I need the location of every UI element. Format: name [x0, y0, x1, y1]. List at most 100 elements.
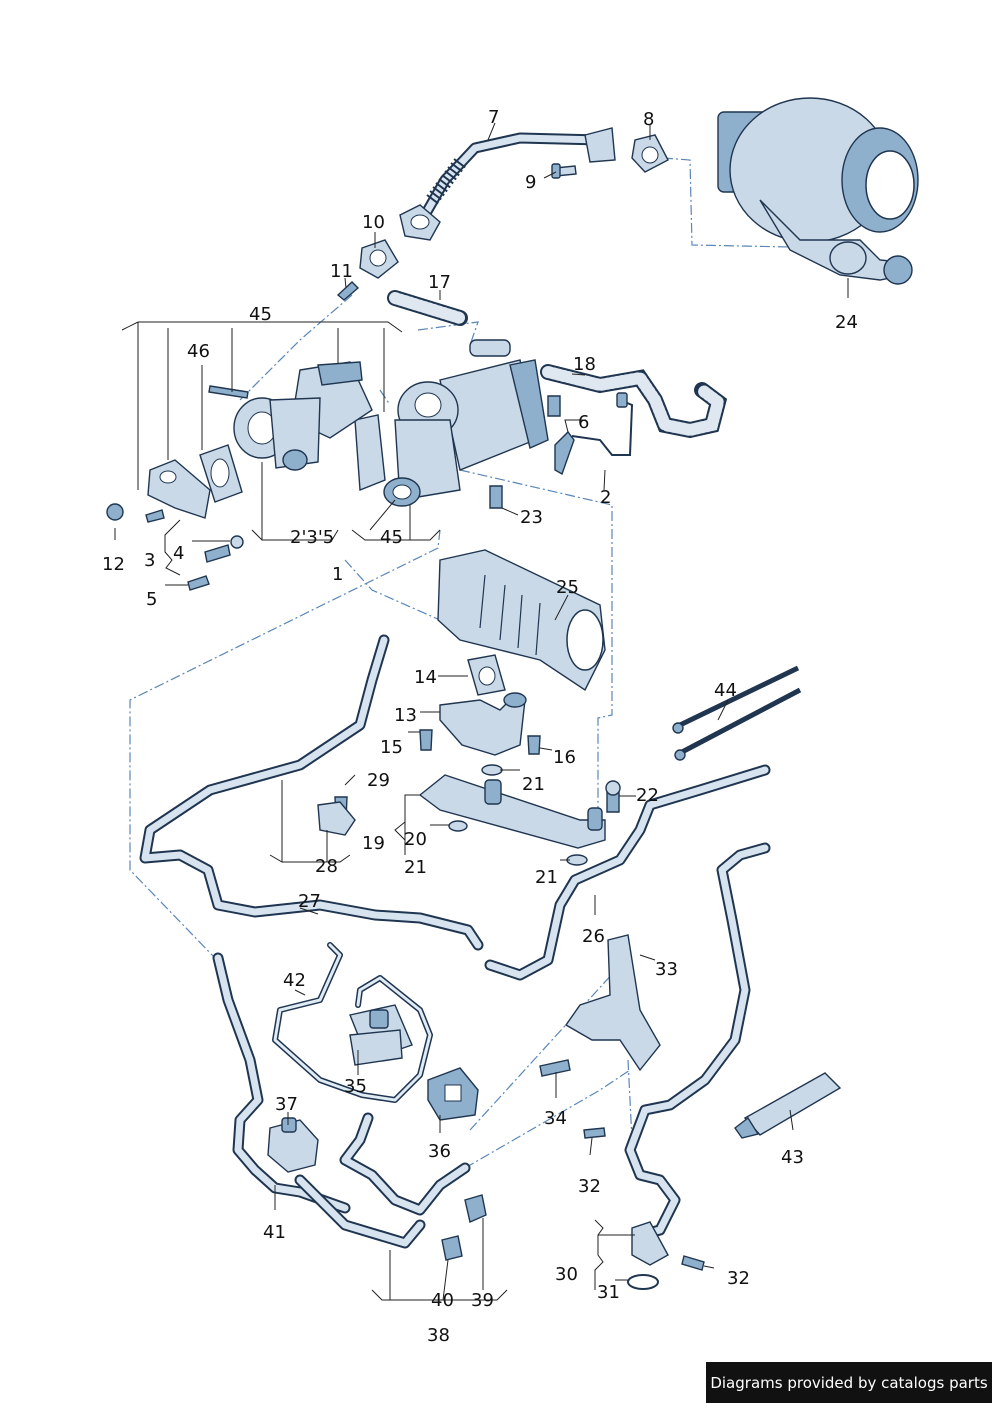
rubber-mount-part — [427, 1067, 479, 1121]
callout-43: 43 — [781, 1147, 804, 1168]
o-ring-part — [627, 1274, 659, 1290]
callout-5: 5 — [146, 589, 157, 610]
coolant-hose-part — [139, 634, 484, 951]
nut-part — [106, 503, 124, 521]
callout-labels: 7 8 9 10 11 17 24 45 46 18 6 2 23 2'3'5 … — [102, 107, 858, 1346]
coolant-hose-part — [387, 290, 468, 326]
gasket-part — [199, 444, 243, 503]
bolt-part — [583, 1127, 606, 1139]
gasket-part — [467, 654, 506, 696]
vacuum-line-part — [272, 942, 433, 1103]
callout-28: 28 — [315, 856, 338, 877]
egr-valve-part — [233, 361, 373, 471]
gasket-part — [359, 239, 399, 279]
cable-tie-head — [674, 749, 686, 761]
bolt-part — [187, 575, 210, 591]
sealant-tube-part — [734, 1072, 842, 1139]
bolt-part — [489, 485, 503, 509]
egr-cooler-part — [383, 339, 549, 507]
callout-4: 4 — [173, 543, 184, 564]
bolt-part — [145, 509, 165, 523]
callout-20: 20 — [404, 829, 427, 850]
cable-tie-part — [678, 665, 800, 728]
callout-9: 9 — [525, 172, 536, 193]
callout-32a: 32 — [578, 1176, 601, 1197]
callout-21a: 21 — [522, 774, 545, 795]
stud-part — [336, 281, 360, 301]
leader-lines — [114, 122, 849, 1301]
cable-tie-part — [680, 687, 802, 755]
bolt-part — [681, 1255, 705, 1271]
callout-46: 46 — [187, 341, 210, 362]
coolant-hose-part — [624, 842, 771, 1241]
callout-13: 13 — [394, 705, 417, 726]
callout-31: 31 — [597, 1282, 620, 1303]
bolt-part — [551, 163, 577, 179]
callout-35: 35 — [344, 1076, 367, 1097]
bracket-part — [564, 934, 661, 1072]
callout-24: 24 — [835, 312, 858, 333]
credit-badge: Diagrams provided by catalogs parts — [706, 1362, 992, 1403]
callout-45b: 45 — [380, 527, 403, 548]
bolt-part — [539, 1059, 571, 1077]
flange-part — [147, 459, 211, 519]
callout-11: 11 — [330, 261, 353, 282]
intake-connector-part — [437, 549, 606, 692]
gasket-part — [354, 414, 386, 492]
callout-33: 33 — [655, 959, 678, 980]
control-valve-part — [267, 1117, 319, 1173]
bolt-part — [527, 735, 541, 755]
connector-part — [464, 1194, 487, 1223]
callout-29: 29 — [367, 770, 390, 791]
gasket-part — [631, 134, 669, 173]
vacuum-line-part — [212, 952, 351, 1214]
fitting-part — [627, 1221, 669, 1290]
callout-16: 16 — [553, 747, 576, 768]
coolant-hose-part — [540, 364, 728, 439]
callout-27: 27 — [298, 891, 321, 912]
callout-19: 19 — [362, 833, 385, 854]
callout-7: 7 — [488, 107, 499, 128]
egr-pipe-part — [399, 127, 616, 241]
callout-45: 45 — [249, 304, 272, 325]
callout-6: 6 — [578, 412, 589, 433]
seal-part — [448, 820, 468, 832]
callout-37: 37 — [275, 1094, 298, 1115]
clamp-part — [317, 801, 356, 836]
sensor-part — [204, 544, 231, 563]
connector-part — [441, 1235, 463, 1261]
callout-30: 30 — [555, 1264, 578, 1285]
callout-44: 44 — [714, 680, 737, 701]
callout-2: 2 — [600, 487, 611, 508]
callout-36: 36 — [428, 1141, 451, 1162]
assembly-lines — [129, 157, 841, 1169]
callout-15: 15 — [380, 737, 403, 758]
callout-1: 1 — [332, 564, 343, 585]
cable-tie-head — [672, 722, 684, 734]
bolt-part — [547, 395, 561, 417]
bolt-part — [208, 385, 249, 399]
elbow-pipe-part — [439, 692, 527, 756]
callout-21b: 21 — [404, 857, 427, 878]
callout-22: 22 — [636, 785, 659, 806]
callout-3: 3 — [144, 550, 155, 571]
callout-38: 38 — [427, 1325, 450, 1346]
callout-41: 41 — [263, 1222, 286, 1243]
callout-39: 39 — [471, 1290, 494, 1311]
seal-part — [230, 535, 244, 549]
callout-18: 18 — [573, 354, 596, 375]
callout-17: 17 — [428, 272, 451, 293]
vacuum-line-part — [294, 1112, 471, 1249]
bolt-head-part — [605, 780, 621, 796]
callout-14: 14 — [414, 667, 437, 688]
solenoid-valve-part — [349, 1004, 413, 1066]
callout-8: 8 — [643, 109, 654, 130]
coolant-hose-part — [484, 764, 771, 981]
callout-42: 42 — [283, 970, 306, 991]
callout-25: 25 — [556, 577, 579, 598]
callout-2-3-5: 2'3'5 — [290, 527, 334, 548]
callout-10: 10 — [362, 212, 385, 233]
callout-12: 12 — [102, 554, 125, 575]
temperature-sensor-part — [554, 392, 634, 476]
